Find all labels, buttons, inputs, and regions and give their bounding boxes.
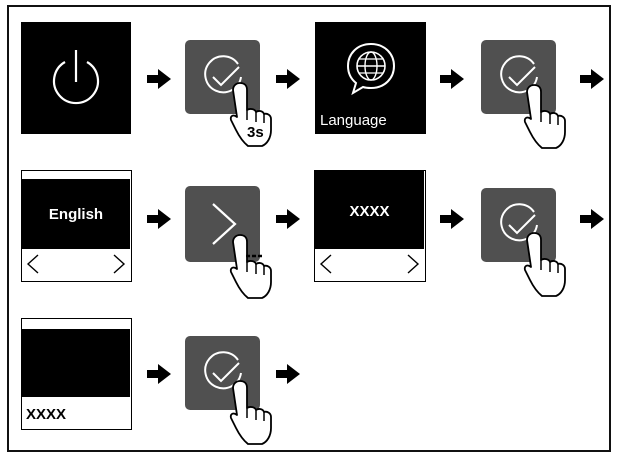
- globe-speech-icon: [346, 42, 396, 96]
- arrow-right-icon: [276, 209, 300, 229]
- english-selection-screen: English: [21, 170, 132, 282]
- hand-pointer-icon: [229, 380, 272, 445]
- final-screen: XXXX: [21, 318, 132, 430]
- arrow-right-icon: [440, 209, 464, 229]
- english-label: English: [48, 206, 104, 223]
- chevron-left-right-icon: [319, 254, 420, 274]
- value-selection-screen: XXXX: [314, 170, 426, 282]
- language-screen: Language: [315, 22, 426, 134]
- hand-pointer-icon: [523, 84, 566, 149]
- final-value: XXXX: [26, 406, 67, 423]
- screen-display: English: [22, 179, 130, 249]
- power-icon: [52, 50, 100, 105]
- arrow-right-icon: [147, 69, 171, 89]
- chevron-left-right-icon: [26, 254, 126, 274]
- language-label: Language: [320, 112, 387, 129]
- hand-pointer-icon: [229, 234, 272, 299]
- arrow-right-icon: [276, 364, 300, 384]
- arrow-right-icon: [440, 69, 464, 89]
- hand-pointer-icon: [229, 82, 272, 147]
- screen-display: [22, 329, 130, 397]
- arrow-right-icon: [147, 209, 171, 229]
- confirm-key: [481, 40, 556, 114]
- chevron-right-icon: [212, 203, 237, 245]
- arrow-right-icon: [276, 69, 300, 89]
- hand-pointer-icon: [523, 232, 566, 297]
- arrow-right-icon: [147, 364, 171, 384]
- arrow-right-icon: [580, 209, 604, 229]
- power-screen: [21, 22, 131, 134]
- press-duration-label: 3s: [247, 124, 264, 141]
- screen-display: XXXX: [315, 171, 424, 249]
- arrow-right-icon: [580, 69, 604, 89]
- diagram-frame: [7, 5, 611, 452]
- placeholder-value: XXXX: [349, 203, 390, 220]
- confirm-key: [481, 188, 556, 262]
